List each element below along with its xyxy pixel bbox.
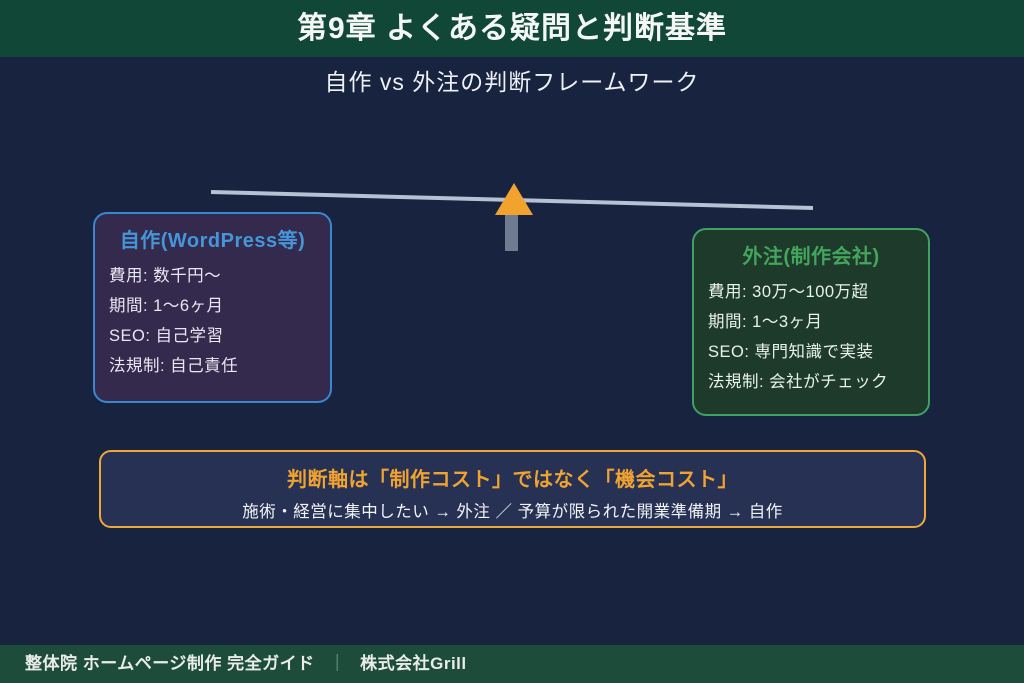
verdict-box: 判断軸は「制作コスト」ではなく「機会コスト」 施術・経営に集中したい → 外注 …: [99, 450, 926, 528]
footer-separator: ｜: [328, 654, 347, 673]
verdict-title: 判断軸は「制作コスト」ではなく「機会コスト」: [287, 469, 738, 491]
verdict-detail: 施術・経営に集中したい → 外注 ／ 予算が限られた開業準備期 → 自作: [242, 503, 783, 521]
outsource-item-cost: 費用: 30万〜100万超: [708, 283, 869, 301]
diy-card: 自作(WordPress等) 費用: 数千円〜 期間: 1〜6ヶ月 SEO: 自…: [93, 212, 332, 403]
outsource-card-items: 費用: 30万〜100万超 期間: 1〜3ヶ月 SEO: 専門知識で実装 法規制…: [694, 269, 928, 397]
diy-card-items: 費用: 数千円〜 期間: 1〜6ヶ月 SEO: 自己学習 法規制: 自己責任: [95, 253, 330, 381]
header-bar: 第9章 よくある疑問と判断基準: [0, 0, 1024, 57]
diy-item-regulation: 法規制: 自己責任: [109, 357, 239, 375]
diy-item-seo: SEO: 自己学習: [109, 327, 224, 345]
outsource-card-title: 外注(制作会社): [742, 246, 880, 268]
diy-item-cost: 費用: 数千円〜: [109, 267, 222, 285]
seesaw-post-icon: [505, 215, 518, 251]
outsource-item-seo: SEO: 専門知識で実装: [708, 343, 874, 361]
seesaw-fulcrum-triangle-icon: [495, 183, 533, 215]
footer-text: 整体院 ホームページ制作 完全ガイド ｜ 株式会社Grill: [0, 645, 1024, 683]
outsource-item-duration: 期間: 1〜3ヶ月: [708, 313, 823, 331]
footer-guide-title: 整体院 ホームページ制作 完全ガイド: [25, 654, 315, 673]
diy-card-title: 自作(WordPress等): [119, 230, 306, 252]
slide-title: 第9章 よくある疑問と判断基準: [296, 12, 728, 45]
footer-company-name: 株式会社Grill: [360, 654, 467, 673]
slide-subtitle: 自作 vs 外注の判断フレームワーク: [324, 69, 700, 95]
seesaw-diagram: [210, 183, 814, 251]
outsource-item-regulation: 法規制: 会社がチェック: [708, 373, 889, 391]
footer-bar: 整体院 ホームページ制作 完全ガイド ｜ 株式会社Grill: [0, 645, 1024, 683]
diy-item-duration: 期間: 1〜6ヶ月: [109, 297, 224, 315]
outsource-card: 外注(制作会社) 費用: 30万〜100万超 期間: 1〜3ヶ月 SEO: 専門…: [692, 228, 930, 416]
